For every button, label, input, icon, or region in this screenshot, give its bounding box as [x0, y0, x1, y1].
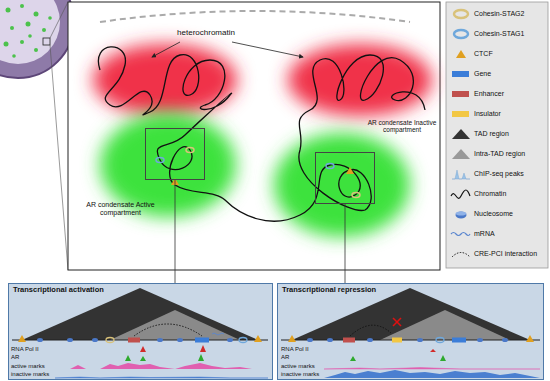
chip-tracks — [55, 345, 268, 378]
heterochromatin-blob — [288, 44, 432, 116]
panel-ground — [8, 283, 273, 380]
block-mark — [393, 318, 401, 326]
region-label: heterochromatin — [170, 28, 242, 37]
region-label: AR condensate Active compartment — [83, 201, 158, 217]
tad-icon — [452, 129, 470, 139]
legend-text: Cohesin-STAG2 — [474, 9, 524, 19]
interaction-icon — [452, 253, 470, 258]
cell-icon — [0, 0, 74, 270]
zoom-line — [50, 45, 68, 270]
cohesin — [239, 338, 247, 343]
cell — [0, 0, 74, 78]
legend-text: Cohesin-STAG1 — [474, 29, 524, 39]
legend-text: CRE-PCI interaction — [474, 249, 537, 259]
track-label: active marks — [11, 362, 55, 370]
zoom-region: AR condensate Inactive compartment — [315, 152, 375, 204]
ctcf — [526, 335, 534, 342]
condensate-blob — [274, 133, 410, 237]
legend-panel — [446, 2, 548, 268]
enhancer — [343, 338, 355, 343]
tad-triangle — [292, 288, 530, 340]
chromatin-icon — [451, 190, 470, 198]
legend-text: Insulator — [474, 109, 501, 119]
nucleosome-icon — [456, 212, 467, 219]
ctcf — [18, 335, 26, 342]
zoom-connector — [175, 180, 176, 283]
zoom-line — [50, 2, 68, 38]
nucleosome-icon — [456, 212, 467, 216]
legend-text: Intra-TAD region — [474, 149, 525, 159]
zoom-region: AR condensate Active compartment — [145, 128, 205, 180]
legend-swatch — [452, 111, 469, 117]
insulator — [392, 338, 402, 343]
nuclear-envelope — [100, 11, 410, 22]
legend-text: ChIP-seq peaks — [474, 169, 524, 179]
legend-text: Nucleosome — [474, 209, 513, 219]
cohesin-stag1-icon — [454, 30, 468, 38]
gene — [452, 338, 466, 343]
nucleosomes — [307, 338, 508, 342]
cohesin-stag2-icon — [454, 10, 468, 18]
chip-tracks — [324, 349, 540, 378]
panel-title: Transcriptional activation — [13, 286, 213, 295]
legend-text: Chromatin — [474, 189, 506, 199]
enhancer — [128, 338, 140, 343]
region-label: AR condensate Inactive compartment — [366, 119, 438, 134]
legend-text: TAD region — [474, 129, 509, 139]
cre-pci-interaction — [134, 324, 202, 336]
legend-text: Gene — [474, 69, 491, 79]
cohesin — [106, 338, 114, 343]
panel-ground — [277, 283, 544, 380]
track-label: active marks — [281, 362, 325, 370]
intra-tad-icon — [452, 149, 470, 159]
legend-swatch — [452, 71, 469, 77]
block-mark — [393, 318, 401, 326]
zoom-connector — [345, 204, 346, 283]
pointer-arrow — [232, 42, 303, 57]
panel-title: Transcriptional repression — [282, 286, 482, 295]
loop-factors — [156, 148, 360, 198]
chromatin-line — [281, 339, 540, 340]
tad-triangle — [22, 288, 258, 340]
track-label: RNA Pol II — [11, 345, 55, 353]
legend-icons — [451, 10, 470, 257]
ctcf-icon — [456, 50, 466, 58]
track-label: RNA Pol II — [281, 345, 325, 353]
chromatin-fiber — [98, 47, 425, 221]
legend-swatch — [452, 91, 469, 97]
legend-text: mRNA — [474, 229, 495, 239]
intra-tad-triangle — [380, 310, 510, 340]
track-label: AR — [11, 353, 55, 361]
zoom-box — [43, 38, 50, 45]
mrna-icon — [451, 233, 470, 236]
track-label: AR — [281, 353, 325, 361]
track-label: inactive marks — [11, 370, 55, 378]
ctcf — [288, 335, 296, 342]
nucleus-panel — [68, 2, 440, 270]
mrna — [212, 333, 224, 335]
cohesin — [436, 338, 444, 343]
legend-text: CTCF — [474, 49, 493, 59]
nucleosomes — [37, 338, 233, 342]
legend-text: Enhancer — [474, 89, 504, 99]
ctcf — [254, 335, 262, 342]
intra-tad-triangle — [110, 310, 240, 340]
detail-panel: Transcriptional activation — [8, 283, 273, 380]
chip-seq-icon — [452, 170, 470, 179]
pointer-arrow — [152, 42, 180, 57]
track-label: inactive marks — [281, 370, 325, 378]
gene — [195, 338, 209, 343]
detail-panel: Transcriptional repression — [277, 283, 544, 380]
cre-pci-interaction — [350, 325, 391, 336]
condensate-dots — [4, 4, 52, 58]
